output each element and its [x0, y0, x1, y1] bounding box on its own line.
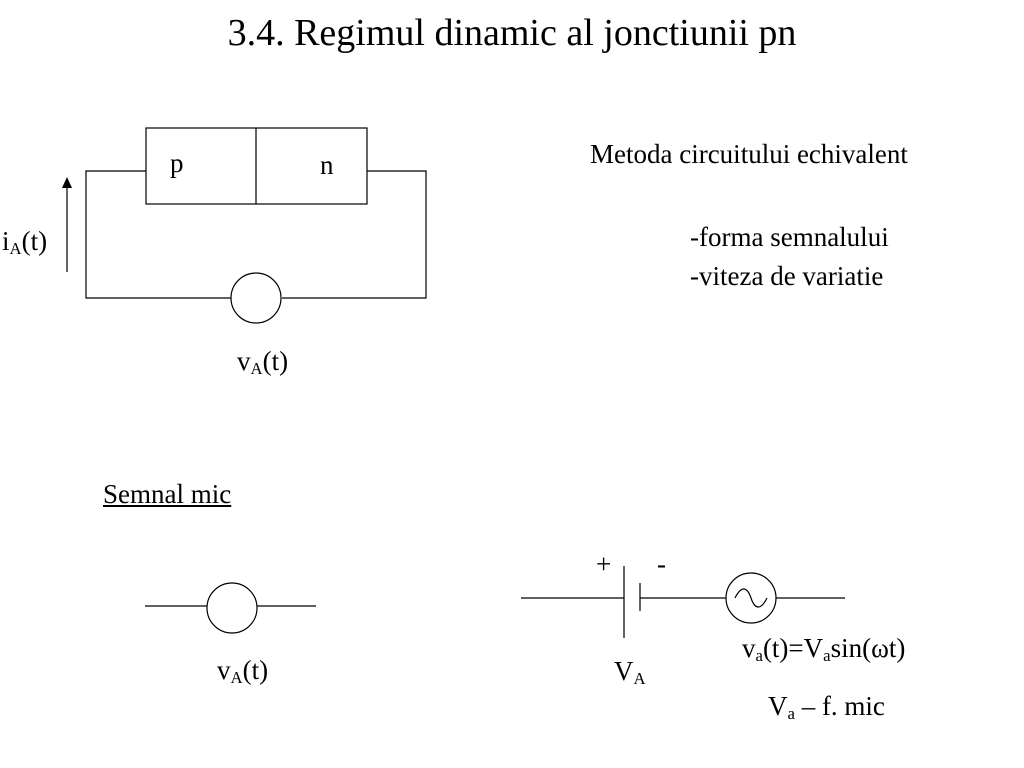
slide-title: 3.4. Regimul dinamic al jonctiunii pn: [227, 12, 797, 54]
n-region-label: n: [320, 150, 334, 180]
small-signal-heading: Semnal mic: [103, 479, 232, 509]
voltage-source-small: [206, 582, 258, 634]
p-region-label: p: [170, 148, 184, 178]
wire-right: [282, 170, 427, 299]
voltage-source-top: [230, 272, 282, 324]
current-arrow-head: [62, 177, 72, 188]
method-heading: Metoda circuitului echivalent: [590, 139, 908, 169]
method-item-1: -forma semnalului: [690, 222, 889, 252]
battery-minus-sign: -: [657, 549, 666, 579]
battery-label: VA: [614, 656, 646, 689]
sine-symbol: [734, 588, 768, 608]
small-amplitude-note: Va – f. mic: [768, 691, 885, 724]
ac-equation: va(t)=Vasin(ωt): [742, 633, 906, 666]
source-small-label: vA(t): [217, 655, 269, 688]
source-top-label: vA(t): [237, 346, 289, 379]
wire-left: [85, 170, 232, 299]
current-label: iA(t): [2, 226, 48, 259]
battery-plus-sign: +: [596, 549, 612, 579]
method-item-2: -viteza de variatie: [690, 261, 884, 291]
